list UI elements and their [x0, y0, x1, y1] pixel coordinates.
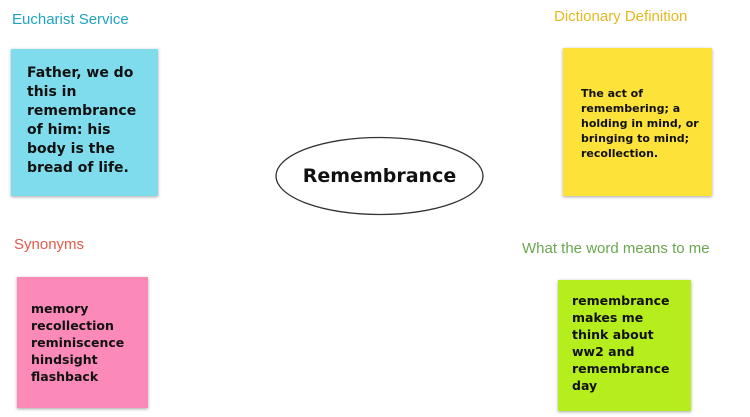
center-label: Remembrance [302, 165, 457, 187]
center-oval-shape [275, 136, 484, 216]
dictionary-note-text: The act of remembering; a holding in min… [581, 87, 699, 160]
center-oval: Remembrance [275, 136, 484, 216]
dictionary-heading: Dictionary Definition [554, 8, 688, 25]
meaning-note-text: remembrance makes me think about ww2 and… [572, 293, 670, 393]
eucharist-note: Father, we do this in remembrance of him… [11, 49, 158, 196]
meaning-heading: What the word means to me [522, 240, 710, 257]
synonyms-heading: Synonyms [14, 236, 85, 253]
meaning-note: remembrance makes me think about ww2 and… [558, 280, 691, 411]
eucharist-note-text: Father, we do this in remembrance of him… [27, 65, 137, 176]
eucharist-heading: Eucharist Service [12, 11, 129, 28]
dictionary-note: The act of remembering; a holding in min… [563, 48, 712, 196]
synonyms-note: memory recollection reminiscence hindsig… [17, 277, 148, 408]
synonyms-note-text: memory recollection reminiscence hindsig… [31, 301, 125, 384]
